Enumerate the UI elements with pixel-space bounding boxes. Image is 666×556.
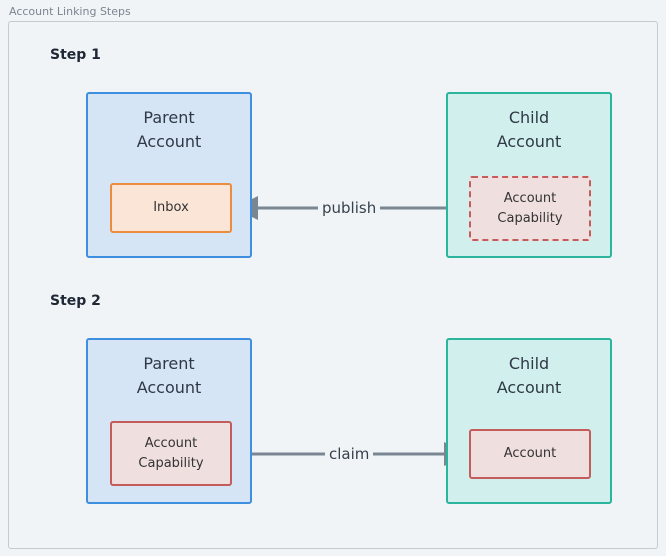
step-2-label: Step 2 — [50, 293, 101, 309]
claim-label: claim — [325, 445, 374, 463]
account-capability-box-step2: Account Capability — [110, 421, 232, 486]
parent-account-step1: Parent Account — [86, 92, 252, 258]
account-box: Account — [469, 429, 591, 479]
frame-title: Account Linking Steps — [9, 5, 131, 18]
diagram-frame — [8, 21, 658, 549]
publish-label: publish — [318, 199, 381, 217]
child-account-step2: Child Account — [446, 338, 612, 504]
inbox-box: Inbox — [110, 183, 232, 233]
step-1-label: Step 1 — [50, 47, 101, 63]
account-capability-box-step1: Account Capability — [469, 176, 591, 241]
